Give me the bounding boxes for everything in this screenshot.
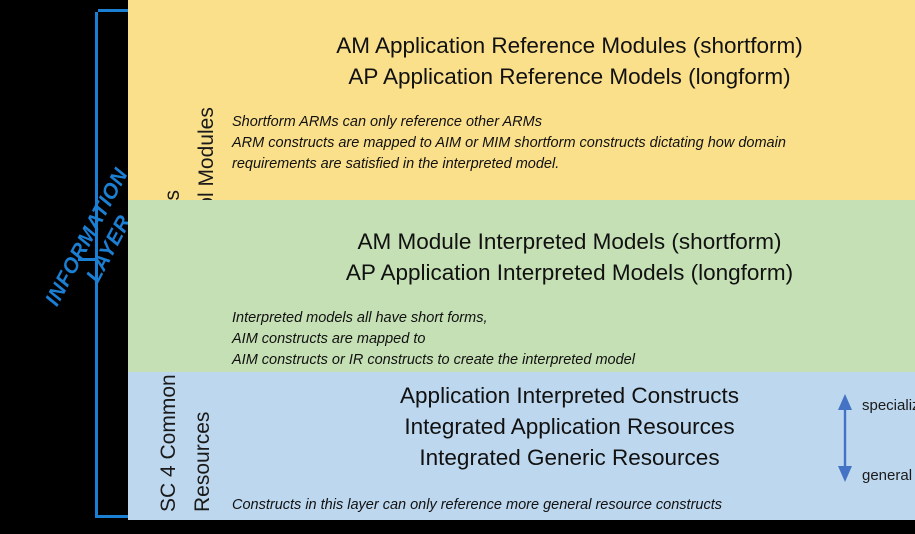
band-common-resources: SC 4 Common Resources Application Interp… [128, 372, 915, 520]
note-arm-constructs-mapped: ARM constructs are mapped to AIM or MIM … [232, 135, 786, 151]
information-layer-bracket [95, 9, 129, 518]
headline-application-interpreted-constructs: Application Interpreted Constructs [400, 383, 739, 408]
scale-label-specialized: specialized [862, 397, 915, 414]
band-spine-application-modules: Application Modules Application Protocol… [128, 0, 224, 378]
double-headed-arrow-icon [838, 394, 852, 482]
spine-label-resources: Resources [191, 411, 214, 512]
layer-stack: Application Modules Application Protocol… [128, 0, 915, 520]
headline-am-module-interpreted-models: AM Module Interpreted Models (shortform) [357, 229, 782, 254]
headline-integrated-generic-resources: Integrated Generic Resources [419, 445, 720, 470]
information-layer-bracket-tick [78, 258, 98, 261]
note-shortform-arms: Shortform ARMs can only reference other … [232, 114, 542, 130]
scale-label-general: general [862, 467, 913, 484]
band-spine-common-resources: SC 4 Common Resources [128, 372, 224, 520]
band-body-interpreted-models: AM Module Interpreted Models (shortform)… [224, 200, 915, 372]
headline-ap-application-reference-models: AP Application Reference Models (longfor… [348, 64, 791, 89]
spine-label-sc4-common: SC 4 Common [157, 374, 180, 512]
band-body-common-resources: Application Interpreted Constructs Integ… [224, 372, 915, 520]
headline-integrated-application-resources: Integrated Application Resources [404, 414, 735, 439]
band-interpreted-models: AM Module Interpreted Models (shortform)… [128, 200, 915, 372]
note-aim-constructs-mapped: AIM constructs are mapped to [232, 331, 426, 347]
generality-scale: specialized general [828, 394, 915, 484]
headline-ap-application-interpreted-models: AP Application Interpreted Models (longf… [345, 260, 794, 285]
headline-am-application-reference-modules: AM Application Reference Modules (shortf… [336, 33, 803, 58]
note-constructs-reference-general: Constructs in this layer can only refere… [232, 497, 722, 513]
band-application-reference: Application Modules Application Protocol… [128, 0, 915, 378]
note-aim-or-ir-constructs: AIM constructs or IR constructs to creat… [232, 352, 635, 368]
note-interpreted-models-short-forms: Interpreted models all have short forms, [232, 310, 488, 326]
band-body-application-reference: AM Application Reference Modules (shortf… [224, 0, 915, 200]
note-arm-requirements-satisfied: requirements are satisfied in the interp… [232, 156, 560, 172]
